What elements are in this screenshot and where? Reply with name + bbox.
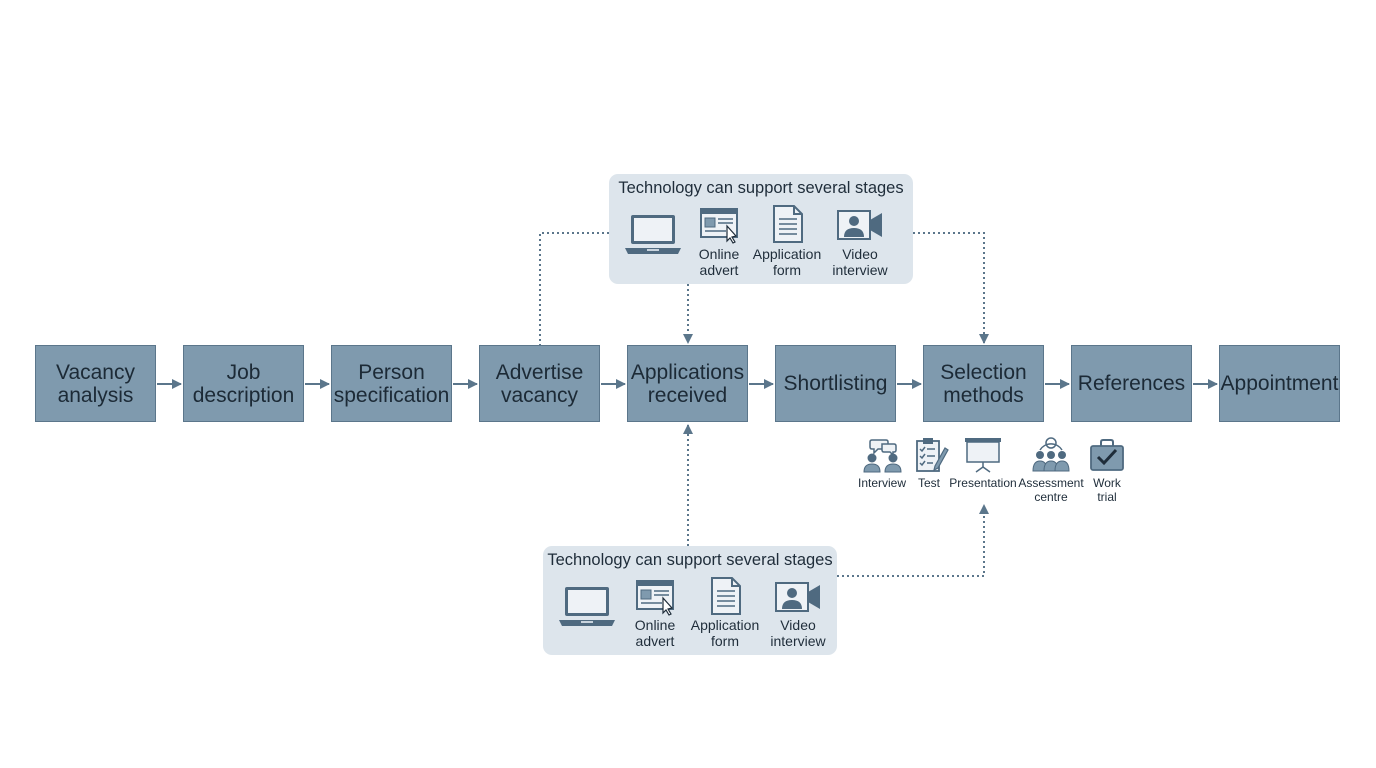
stage-appointment: Appointment [1219,345,1340,422]
work-trial-icon [1090,439,1124,471]
stage-shortlisting: Shortlisting [775,345,896,422]
interview-label: Interview [857,476,907,490]
dotted-arrow-selection-bottom [837,504,989,577]
application-form-icon [773,205,803,243]
video-interview-label: Video interview [832,246,888,278]
interview-icon [863,439,902,473]
presentation-label: Presentation [949,476,1017,490]
online-advert-icon [700,208,738,244]
technology-panel-top: Technology can support several stages On… [609,174,913,284]
laptop-icon [625,215,681,254]
application-form-label: Application form [752,246,822,278]
online-advert-icon [636,580,674,616]
test-label: Test [917,476,941,490]
stage-job-description: Job description [183,345,304,422]
technology-panel-bottom: Technology can support several stages On… [543,546,837,655]
video-interview-icon [775,582,820,612]
assessment-centre-label: Assessment centre [1018,476,1084,504]
test-icon [916,438,949,472]
online-advert-label: Online advert [634,617,676,649]
technology-panel-title: Technology can support several stages [547,551,833,569]
dotted-arrow-selection-top [913,232,989,344]
application-form-label: Application form [690,617,760,649]
stage-advertise-vacancy: Advertise vacancy [479,345,600,422]
stage-person-specification: Person specification [331,345,452,422]
dotted-connector-advertise [539,232,609,345]
technology-panel-title: Technology can support several stages [618,179,904,197]
stage-applications-received: Applications received [627,345,748,422]
stage-vacancy-analysis: Vacancy analysis [35,345,156,422]
work-trial-label: Work trial [1093,476,1121,504]
stage-references: References [1071,345,1192,422]
laptop-icon [559,587,615,626]
stage-selection-methods: Selection methods [923,345,1044,422]
presentation-icon [965,438,1001,473]
video-interview-icon [837,210,882,240]
online-advert-label: Online advert [698,246,740,278]
assessment-centre-icon [1032,437,1070,472]
application-form-icon [711,577,741,615]
video-interview-label: Video interview [770,617,826,649]
